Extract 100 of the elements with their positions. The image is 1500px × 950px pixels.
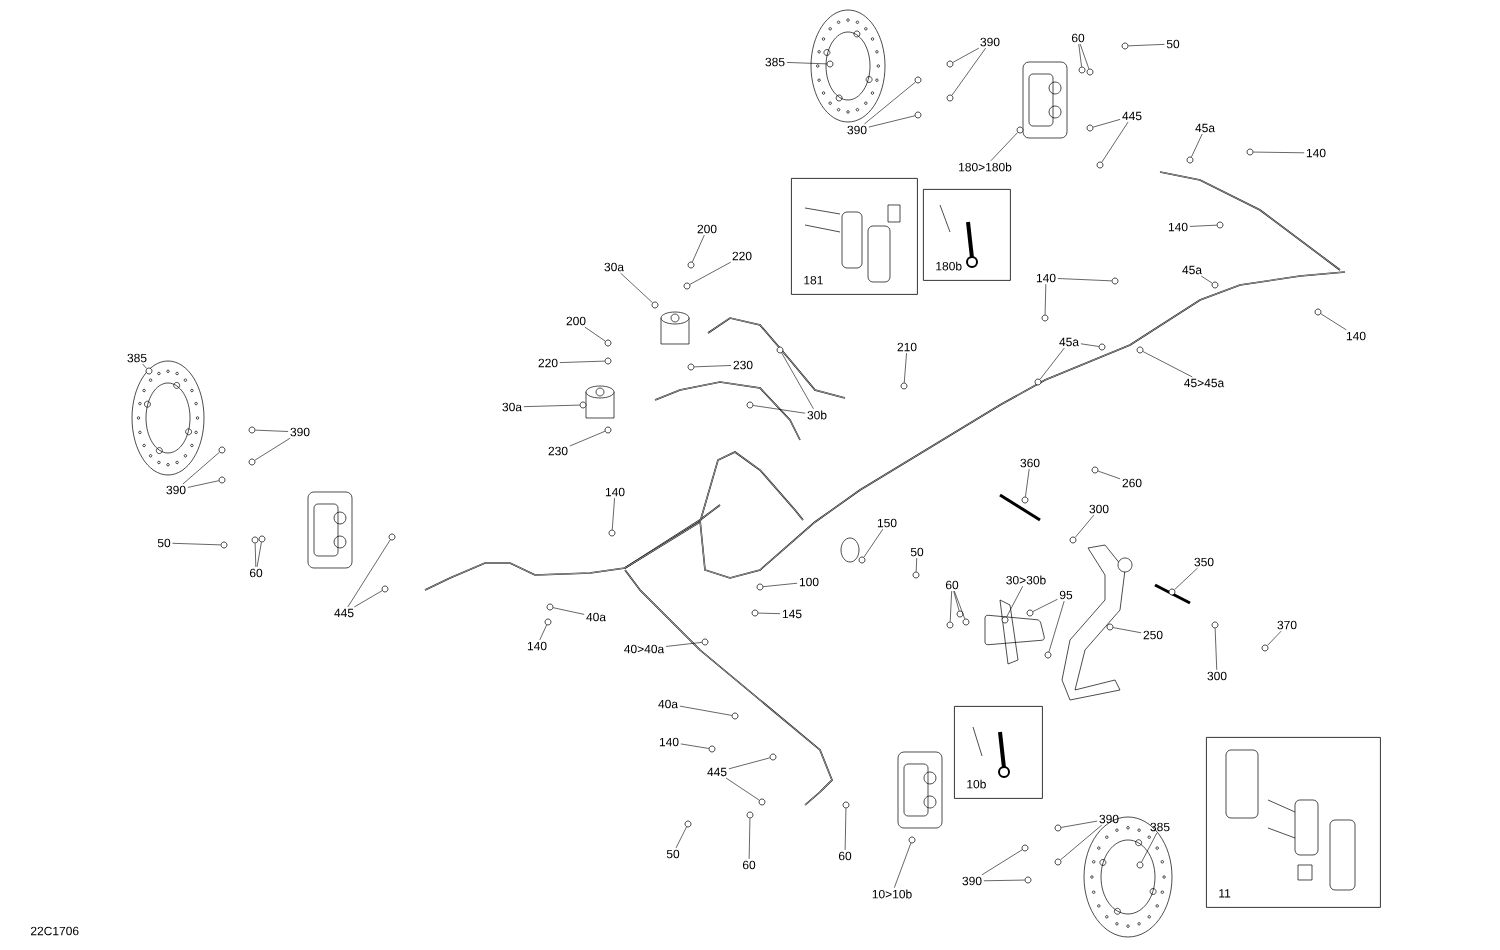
leader-line [1061, 820, 1098, 828]
callout-number: 140 [605, 487, 625, 497]
leader-line [952, 47, 980, 63]
fastener [746, 811, 754, 819]
leader-line [1048, 600, 1065, 653]
leader-line [255, 429, 289, 432]
fastener [579, 401, 587, 409]
fastener [1096, 161, 1104, 169]
callout-number: 445 [707, 767, 727, 777]
fastener [908, 836, 916, 844]
fastener [220, 541, 228, 549]
callout-number: 50 [666, 849, 680, 859]
leader-line [1032, 598, 1058, 612]
fastener [1054, 824, 1062, 832]
callout-number: 385 [1150, 822, 1170, 832]
leader-line [142, 363, 148, 369]
leader-line [611, 497, 615, 530]
fastener [1069, 536, 1077, 544]
fastener [962, 618, 970, 626]
leader-line [559, 360, 605, 363]
fastener [1111, 277, 1119, 285]
callout-number: 60 [742, 860, 756, 870]
leader-line [1039, 347, 1065, 380]
leader-line [665, 642, 702, 647]
callout-number: 220 [732, 251, 752, 261]
leader-line [569, 431, 606, 447]
leader-line [763, 582, 798, 587]
leader-line [954, 590, 966, 620]
callout-number: 50 [910, 547, 924, 557]
fastener [751, 609, 759, 617]
callout-number: 390 [166, 485, 186, 495]
callout-number: 95 [1059, 590, 1073, 600]
leader-line [1092, 119, 1121, 128]
fastener [248, 426, 256, 434]
callout-number: 180>180b [959, 162, 1012, 172]
fastener [604, 339, 612, 347]
fastener [651, 301, 659, 309]
callout-number: 200 [697, 224, 717, 234]
callout-number: 200 [566, 316, 586, 326]
leader-line [539, 624, 547, 641]
leader-line [584, 326, 606, 342]
fastener [914, 76, 922, 84]
leader-line [1142, 351, 1193, 378]
fastener [1246, 148, 1254, 156]
fastener [731, 712, 739, 720]
fastener [1041, 314, 1049, 322]
callout-number: 260 [1122, 478, 1142, 488]
fastener [1261, 644, 1269, 652]
leader-line [254, 543, 257, 568]
fastener [946, 621, 954, 629]
callout-number: 60 [249, 568, 263, 578]
callout-number: 45a [1182, 265, 1202, 275]
leader-line [868, 115, 916, 128]
fastener [1211, 621, 1219, 629]
fastener [218, 476, 226, 484]
leader-line [1025, 468, 1030, 497]
leader-line [1101, 121, 1129, 163]
callout-number: 390 [290, 427, 310, 437]
callout-number: 30a [604, 262, 624, 272]
callout-number: 390 [847, 125, 867, 135]
callout-number: 60 [945, 580, 959, 590]
fastener [1086, 68, 1094, 76]
fastener [776, 346, 784, 354]
callout-number: 140 [527, 641, 547, 651]
fastener [858, 556, 866, 564]
fastener [687, 363, 695, 371]
leader-line [903, 352, 907, 383]
fastener [708, 745, 716, 753]
callout-number: 350 [1194, 557, 1214, 567]
fastener [914, 111, 922, 119]
leader-line [254, 437, 291, 461]
inset-box: 10b [954, 706, 1043, 799]
leader-line [1044, 283, 1047, 315]
leader-line [1200, 275, 1213, 284]
leader-line [694, 365, 732, 368]
leader-line [679, 705, 732, 716]
inset-box: 180b [923, 189, 1011, 281]
leader-line [680, 743, 709, 749]
callout-number: 40>40a [624, 644, 665, 654]
fastener [1098, 343, 1106, 351]
leader-line [864, 81, 916, 125]
fastener [1016, 126, 1024, 134]
fastener [251, 536, 259, 544]
inset-box: 181 [791, 178, 918, 295]
leader-line [915, 557, 918, 572]
leader-line [728, 757, 771, 770]
fastener [258, 535, 266, 543]
leader-line [1320, 313, 1347, 331]
leader-line [951, 47, 986, 96]
fastener [900, 382, 908, 390]
leader-line [1079, 43, 1090, 70]
leader-line [894, 842, 912, 889]
fastener [684, 820, 692, 828]
callout-number: 390 [1099, 814, 1119, 824]
fastener [826, 60, 834, 68]
fastener [769, 753, 777, 761]
fastener [388, 533, 396, 541]
callout-number: 140 [1036, 273, 1056, 283]
leader-line [1128, 44, 1165, 47]
leader-line [1006, 585, 1023, 618]
